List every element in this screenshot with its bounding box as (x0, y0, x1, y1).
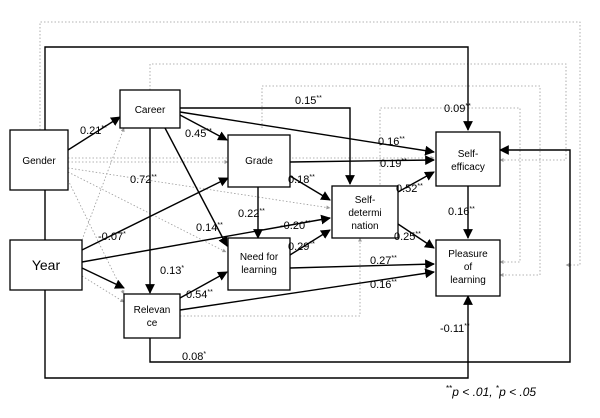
node-pleasure-of-learning: Pleasure of learning (435, 239, 501, 297)
node-career-label: Career (135, 105, 166, 116)
coef-grade-selfdet: 0.18** (288, 174, 315, 186)
path-relevance-efficacy (149, 145, 571, 363)
node-self-determination: Self- determi nation (331, 185, 399, 239)
node-efficacy-label-2: efficacy (451, 162, 485, 173)
coef-year-selfdet: -0.20** (280, 220, 311, 232)
coef-grade-efficacy: 0.19** (380, 158, 407, 170)
path-career-selfdet (180, 107, 355, 185)
coef-career-need: 0.14** (196, 222, 223, 234)
path-year-selfdet (81, 214, 331, 263)
coef-relevance-efficacy: 0.08* (182, 351, 206, 363)
coef-gender-efficacy: 0.09** (444, 103, 471, 115)
path-career-need (164, 127, 228, 247)
node-gender-label: Gender (22, 156, 56, 167)
path-need-selfdet (289, 229, 331, 256)
coef-efficacy-pleasure: 0.16** (448, 206, 475, 218)
node-efficacy-label-1: Self- (458, 149, 479, 160)
coef-grade-need: 0.22** (238, 208, 265, 220)
node-selfdet-label-2: determi (348, 208, 381, 219)
node-relevance-label-2: ce (147, 318, 158, 329)
coef-relevance-pleasure: 0.16** (370, 279, 397, 291)
coef-career-grade: 0.45** (185, 128, 212, 140)
coef-relevance-need: 0.54** (186, 289, 213, 301)
node-need-for-learning: Need for learning (227, 237, 291, 291)
significance-legend: **p < .01, *p < .05 (446, 384, 536, 399)
coef-year-pleasure: -0.11** (440, 323, 470, 335)
coef-need-selfdet: 0.29** (288, 241, 315, 253)
node-selfdet-label-3: nation (351, 221, 378, 232)
path-selfdet-efficacy (397, 171, 435, 193)
coefficient-labels: 0.21** 0.45** 0.15** 0.16** 0.72** 0.09*… (80, 95, 475, 363)
node-need-label-2: learning (241, 265, 277, 276)
coef-career-relevance: 0.72** (130, 174, 157, 186)
path-selfdet-pleasure (397, 223, 435, 249)
coef-gender-career: 0.21** (80, 125, 107, 137)
coef-year-relevance: 0.13* (160, 265, 184, 277)
path-need-pleasure (289, 259, 435, 270)
significant-paths (44, 46, 571, 379)
coef-year-grade: -0.07* (98, 231, 126, 243)
path-gender-career (67, 116, 121, 151)
node-need-label-1: Need for (240, 252, 279, 263)
coef-selfdet-efficacy: 0.52** (396, 183, 423, 195)
path-grade-selfdet (289, 175, 331, 201)
node-gender: Gender (9, 129, 69, 191)
path-year-grade (81, 177, 229, 251)
path-relevance-need (179, 271, 228, 299)
path-year-pleasure (44, 290, 473, 379)
node-relevance: Relevan ce (123, 293, 181, 339)
node-pleasure-label-1: Pleasure (448, 249, 488, 260)
coef-career-efficacy: 0.16** (378, 136, 405, 148)
path-grade-efficacy (289, 155, 435, 166)
node-grade-label: Grade (245, 156, 273, 167)
node-year: Year (9, 239, 83, 291)
node-self-efficacy: Self- efficacy (435, 131, 501, 187)
path-year-relevance (81, 267, 125, 289)
node-year-label: Year (32, 257, 61, 273)
node-selfdet-label-1: Self- (355, 195, 376, 206)
node-pleasure-label-3: learning (450, 275, 486, 286)
path-relevance-pleasure (179, 268, 435, 311)
coef-need-pleasure: 0.27** (370, 255, 397, 267)
node-pleasure-label-2: of (464, 262, 473, 273)
coef-selfdet-pleasure: 0.25** (394, 231, 421, 243)
node-career: Career (119, 89, 181, 129)
path-career-efficacy (179, 111, 435, 156)
path-career-grade (179, 114, 228, 141)
node-grade: Grade (227, 134, 291, 188)
coef-career-selfdet: 0.15** (295, 95, 322, 107)
node-relevance-label-1: Relevan (134, 305, 171, 316)
